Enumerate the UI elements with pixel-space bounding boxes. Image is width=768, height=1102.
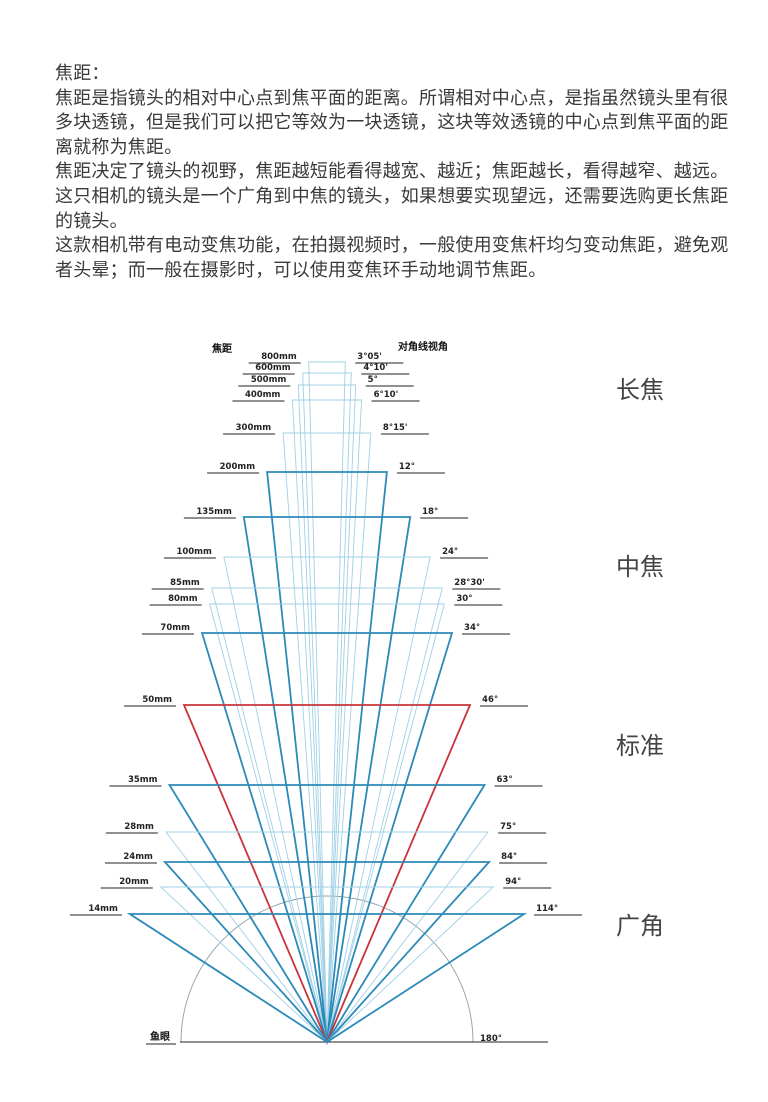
lens-fov-20mm (159, 886, 495, 1043)
lens-fov-200mm (266, 471, 388, 1043)
focal-label-24mm: 24mm (123, 852, 153, 862)
focal-label-100mm: 100mm (176, 547, 212, 557)
category-label-2: 标准 (616, 732, 664, 760)
category-label-3: 广角 (616, 912, 664, 940)
lens-fov-14mm (126, 913, 528, 1044)
angle-label-200mm: 12° (399, 462, 415, 472)
focal-label-300mm: 300mm (236, 423, 272, 433)
angle-label-135mm: 18° (422, 507, 438, 517)
category-label-1: 中焦 (616, 553, 664, 581)
angle-label-85mm: 28°30' (454, 578, 485, 588)
angle-label-800mm: 3°05' (357, 352, 382, 362)
fisheye-label: 鱼眼 (150, 1030, 170, 1043)
fisheye-arc (180, 895, 474, 1043)
focal-label-500mm: 500mm (251, 375, 287, 385)
focal-label-600mm: 600mm (255, 363, 291, 373)
lens-fov-300mm (282, 432, 372, 1043)
lens-fov-600mm (302, 372, 352, 1043)
angle-label-100mm: 24° (442, 547, 458, 557)
lens-fov-50mm (182, 704, 472, 1045)
focal-label-400mm: 400mm (245, 390, 281, 400)
lens-fov-100mm (223, 556, 431, 1043)
angle-label-35mm: 63° (496, 775, 512, 785)
lens-fov-24mm (162, 861, 492, 1044)
category-label-0: 长焦 (616, 376, 664, 404)
focal-label-80mm: 80mm (168, 594, 198, 604)
angle-label-70mm: 34° (464, 623, 480, 633)
angle-label-600mm: 4°10' (363, 363, 388, 373)
focal-label-28mm: 28mm (124, 822, 154, 832)
lens-fov-85mm (211, 587, 443, 1043)
paragraph-field-of-view: 焦距决定了镜头的视野，焦距越短能看得越宽、越近；焦距越长，看得越窄、越远。这只相… (55, 161, 729, 232)
angle-label-500mm: 5° (368, 375, 378, 385)
angle-label-80mm: 30° (456, 594, 472, 604)
angle-label-300mm: 8°15' (383, 423, 408, 433)
focal-label-200mm: 200mm (220, 462, 256, 472)
lens-lines (126, 361, 528, 1046)
lens-fov-400mm (291, 399, 363, 1043)
fisheye-angle: 180° (480, 1034, 502, 1044)
angle-label-50mm: 46° (482, 695, 498, 705)
intro-text: 焦距： 焦距是指镜头的相对中心点到焦平面的距离。所谓相对中心点，是指虽然镜头里有… (55, 62, 735, 283)
header-focal-length: 焦距 (211, 342, 232, 355)
focal-label-70mm: 70mm (160, 623, 190, 633)
angle-label-28mm: 75° (500, 822, 516, 832)
angle-label-14mm: 114° (536, 904, 558, 914)
angle-label-24mm: 84° (501, 852, 517, 862)
lens-fov-80mm (209, 603, 445, 1044)
focal-label-135mm: 135mm (196, 507, 232, 517)
focal-label-85mm: 85mm (170, 578, 200, 588)
lens-fov-500mm (297, 384, 357, 1043)
lens-fov-800mm (308, 361, 346, 1043)
focal-label-20mm: 20mm (119, 877, 149, 887)
focal-label-14mm: 14mm (88, 904, 118, 914)
paragraph-focal-definition: 焦距是指镜头的相对中心点到焦平面的距离。所谓相对中心点，是指虽然镜头里有很多块透… (55, 87, 729, 158)
angle-label-20mm: 94° (505, 877, 521, 887)
focal-label-800mm: 800mm (261, 352, 297, 362)
lens-fov-28mm (164, 831, 490, 1043)
header-diagonal-angle: 对角线视角 (398, 340, 448, 353)
focal-length-diagram: 800mm 3°05' 600mm 4°10' 500mm 5° 400mm 6°10' 300… (69, 340, 664, 1046)
focal-label-35mm: 35mm (128, 775, 158, 785)
paragraph-power-zoom: 这款相机带有电动变焦功能，在拍摄视频时，一般使用变焦杆均匀变动焦距，避免观者头晕… (55, 235, 729, 281)
focal-label-50mm: 50mm (142, 695, 172, 705)
heading: 焦距： (55, 63, 110, 84)
angle-label-400mm: 6°10' (374, 390, 399, 400)
lens-fov-135mm (242, 516, 412, 1043)
lens-fov-70mm (200, 632, 454, 1046)
